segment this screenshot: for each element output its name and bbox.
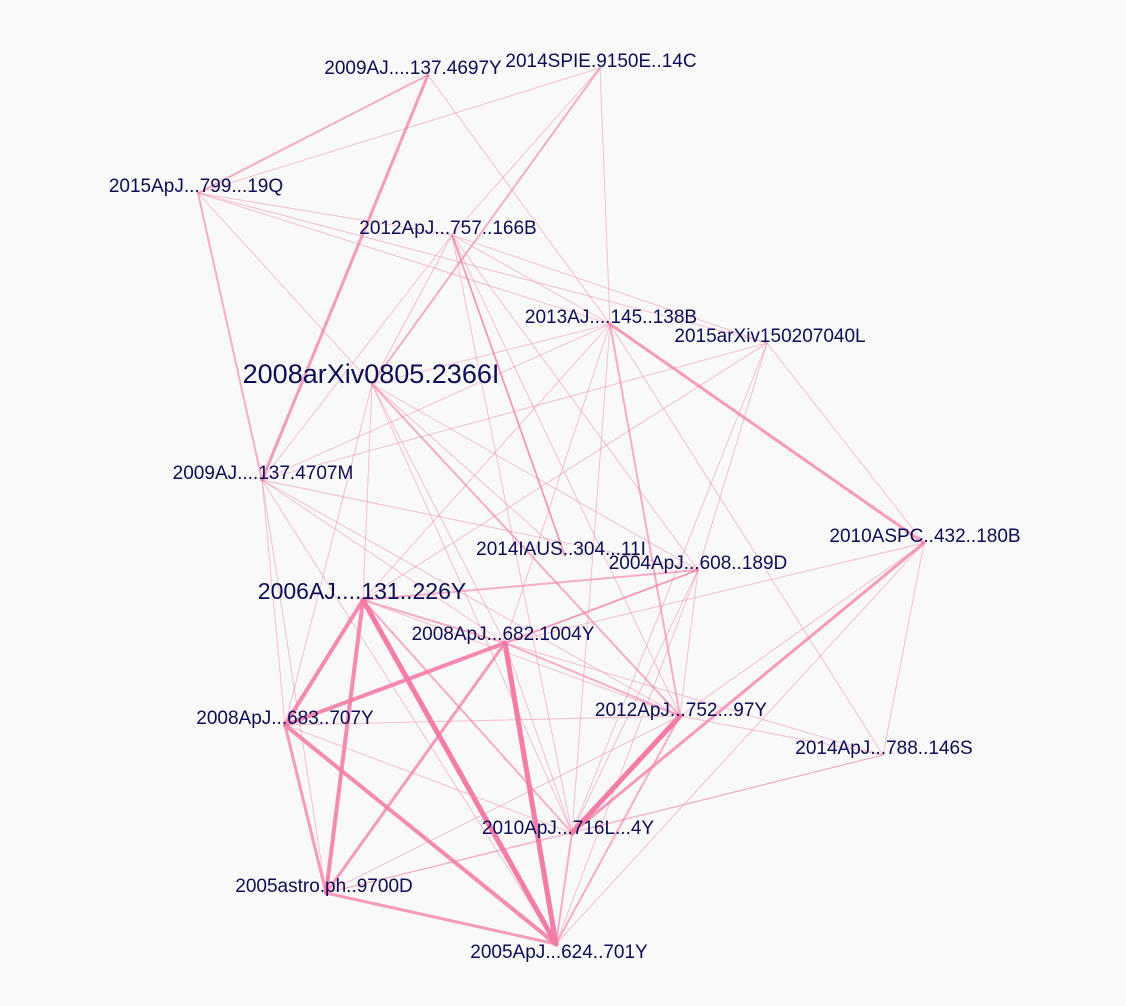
node-label[interactable]: 2004ApJ...608..189D xyxy=(609,553,788,574)
citation-edge xyxy=(451,67,601,236)
node-label[interactable]: 2006AJ....131..226Y xyxy=(258,578,466,604)
edge-layer xyxy=(197,67,926,947)
citation-edge xyxy=(555,569,699,945)
citation-edge xyxy=(371,383,566,557)
citation-edge xyxy=(608,322,926,545)
citation-edge xyxy=(261,479,699,571)
citation-edge xyxy=(362,599,681,717)
citation-edge xyxy=(197,192,768,344)
node-label[interactable]: 2009AJ....137.4697Y xyxy=(324,58,502,79)
citation-edge xyxy=(504,642,573,834)
citation-edge xyxy=(502,640,559,947)
citation-edge xyxy=(609,323,681,717)
citation-edge xyxy=(599,67,611,325)
citation-edge xyxy=(325,832,573,894)
citation-edge xyxy=(371,323,611,385)
node-label[interactable]: 2010ASPC..432..180B xyxy=(829,526,1020,547)
citation-edge xyxy=(282,722,559,947)
citation-edge xyxy=(261,479,681,717)
citation-edge xyxy=(451,234,611,325)
citation-edge xyxy=(362,599,573,834)
citation-edge xyxy=(362,569,699,601)
citation-edge xyxy=(360,597,559,947)
citation-edge xyxy=(451,234,699,571)
citation-edge xyxy=(555,542,925,945)
citation-edge xyxy=(371,383,506,644)
citation-edge xyxy=(282,640,508,728)
citation-edge xyxy=(197,192,373,385)
node-label[interactable]: 2014SPIE.9150E..14C xyxy=(505,51,696,72)
citation-edge xyxy=(323,597,366,896)
citation-edge xyxy=(371,383,699,571)
citation-edge xyxy=(371,67,601,385)
citation-edge xyxy=(555,832,573,945)
citation-edge xyxy=(362,323,611,601)
citation-edge xyxy=(609,323,884,756)
node-label[interactable]: 2012ApJ...752...97Y xyxy=(595,700,768,721)
citation-edge xyxy=(451,234,768,344)
node-label[interactable]: 2012ApJ...757..166B xyxy=(359,218,536,239)
citation-edge xyxy=(882,542,925,756)
node-label[interactable]: 2008ApJ...683..707Y xyxy=(196,708,374,729)
citation-edge xyxy=(324,891,558,946)
citation-edge xyxy=(197,74,429,194)
citation-edge xyxy=(282,597,366,728)
citation-edge xyxy=(324,641,507,895)
node-label[interactable]: 2015arXiv150207040L xyxy=(674,326,865,347)
citation-edge xyxy=(571,342,768,834)
citation-edge xyxy=(284,715,681,726)
citation-edge xyxy=(283,723,328,895)
citation-edge xyxy=(261,479,506,644)
citation-edge xyxy=(371,383,573,834)
citation-edge xyxy=(504,642,681,717)
node-label[interactable]: 2010ApJ...716L...4Y xyxy=(482,818,655,839)
node-label[interactable]: 2008arXiv0805.2366I xyxy=(243,359,500,389)
citation-edge xyxy=(261,234,453,481)
node-label[interactable]: 2014IAUS..304...11I xyxy=(476,539,646,560)
citation-edge xyxy=(261,479,557,945)
citation-edge xyxy=(451,234,566,557)
citation-edge xyxy=(362,383,373,601)
citation-edge xyxy=(197,67,601,194)
citation-edge xyxy=(427,74,611,325)
citation-edge xyxy=(697,342,768,571)
citation-edge xyxy=(261,479,327,894)
citation-edge xyxy=(504,542,925,644)
citation-edge xyxy=(555,715,681,945)
node-label[interactable]: 2009AJ....137.4707M xyxy=(173,463,354,484)
citation-edge xyxy=(504,642,884,756)
citation-edge xyxy=(197,192,453,236)
citation-edge xyxy=(504,323,611,644)
citation-edge xyxy=(451,234,681,717)
citation-edge xyxy=(571,323,611,834)
citation-edge xyxy=(362,599,506,644)
node-label[interactable]: 2008ApJ...682.1004Y xyxy=(412,624,595,645)
node-label[interactable]: 2005astro.ph..9700D xyxy=(235,876,412,897)
citation-edge xyxy=(371,383,681,717)
citation-edge xyxy=(284,724,573,834)
citation-edge xyxy=(569,713,683,836)
citation-edge xyxy=(284,383,373,726)
citation-edge xyxy=(571,569,699,834)
node-label[interactable]: 2005ApJ...624..701Y xyxy=(470,942,648,963)
citation-edge xyxy=(766,342,925,544)
citation-edge xyxy=(679,569,699,717)
citation-edge xyxy=(197,192,263,481)
citation-edge xyxy=(261,323,611,481)
citation-edge xyxy=(325,715,681,894)
citation-edge xyxy=(570,541,926,835)
citation-edge xyxy=(679,542,925,717)
node-label[interactable]: 2013AJ....145..138B xyxy=(525,307,697,328)
citation-edge xyxy=(371,234,453,385)
citation-edge xyxy=(362,342,768,601)
node-label[interactable]: 2014ApJ...788..146S xyxy=(795,738,972,759)
citation-edge xyxy=(679,715,884,756)
citation-edge xyxy=(260,73,430,482)
citation-edge xyxy=(197,192,611,325)
citation-edge xyxy=(261,479,286,726)
node-label[interactable]: 2015ApJ...799...19Q xyxy=(109,176,283,197)
